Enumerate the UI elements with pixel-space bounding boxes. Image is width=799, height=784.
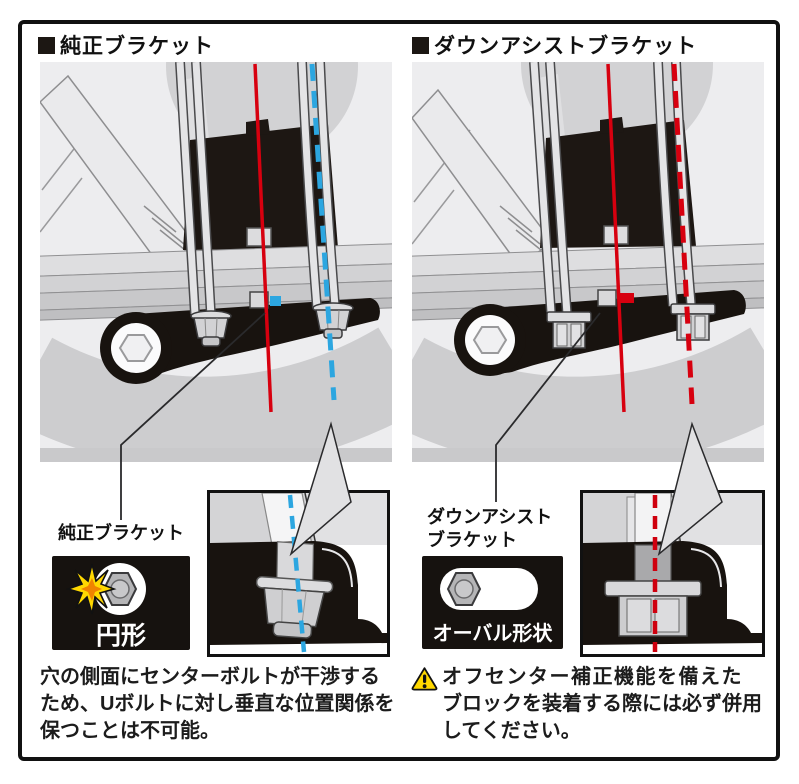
left-detail-svg (210, 493, 387, 653)
oval-hole-label: オーバル形状 (432, 623, 553, 645)
right-bolt-detail-inset (580, 490, 765, 657)
left-callout-label: 純正ブラケット (58, 523, 184, 543)
right-illustration-svg (412, 62, 764, 462)
left-hole-shape-box: 円形 (52, 556, 190, 650)
warning-icon (411, 667, 438, 691)
u-bolt-axis-line-parallel (671, 63, 695, 405)
oval-hole-diagram (440, 568, 538, 610)
round-hole-label: 円形 (95, 622, 146, 650)
right-description: オフセンター補正機能を備えた ブロックを装着する際には必ず併用 してください。 (411, 664, 762, 745)
right-callout-label: ダウンアシスト ブラケット (427, 507, 553, 550)
u-bolt-sleeve-nut (670, 303, 716, 341)
right-title-text: ダウンアシストブラケット (434, 35, 698, 58)
round-hole-marker (270, 296, 281, 306)
right-hole-shape-box: オーバル形状 (422, 556, 563, 649)
square-bullet-icon (38, 36, 55, 54)
left-description: 穴の側面にセンターボルトが干渉する ため、Uボルトに対し垂直な位置関係を 保つこ… (40, 666, 395, 742)
left-suspension-illustration (40, 62, 392, 462)
left-title-text: 純正ブラケット (60, 35, 214, 58)
u-bolt-nut (312, 302, 354, 339)
center-bolt-axis-line (253, 63, 273, 413)
right-panel-title: ダウンアシストブラケット (412, 30, 697, 60)
u-bolt-axis-line-tilted (309, 63, 337, 401)
interference-spark-icon (65, 563, 117, 615)
shock-eye-hex-bolt (472, 326, 508, 354)
left-illustration-svg (40, 62, 392, 462)
round-hole-diagram (65, 563, 146, 615)
u-bolt-sleeve-nut (546, 311, 592, 349)
center-bolt-axis-line (606, 63, 626, 413)
oval-slot-marker (618, 293, 634, 303)
right-suspension-illustration (412, 62, 764, 462)
shock-eye-hex-bolt (118, 334, 154, 362)
left-bolt-detail-inset (207, 490, 390, 657)
left-panel-title: 純正ブラケット (38, 30, 214, 60)
right-detail-svg (583, 493, 762, 652)
square-bullet-icon (412, 36, 429, 54)
